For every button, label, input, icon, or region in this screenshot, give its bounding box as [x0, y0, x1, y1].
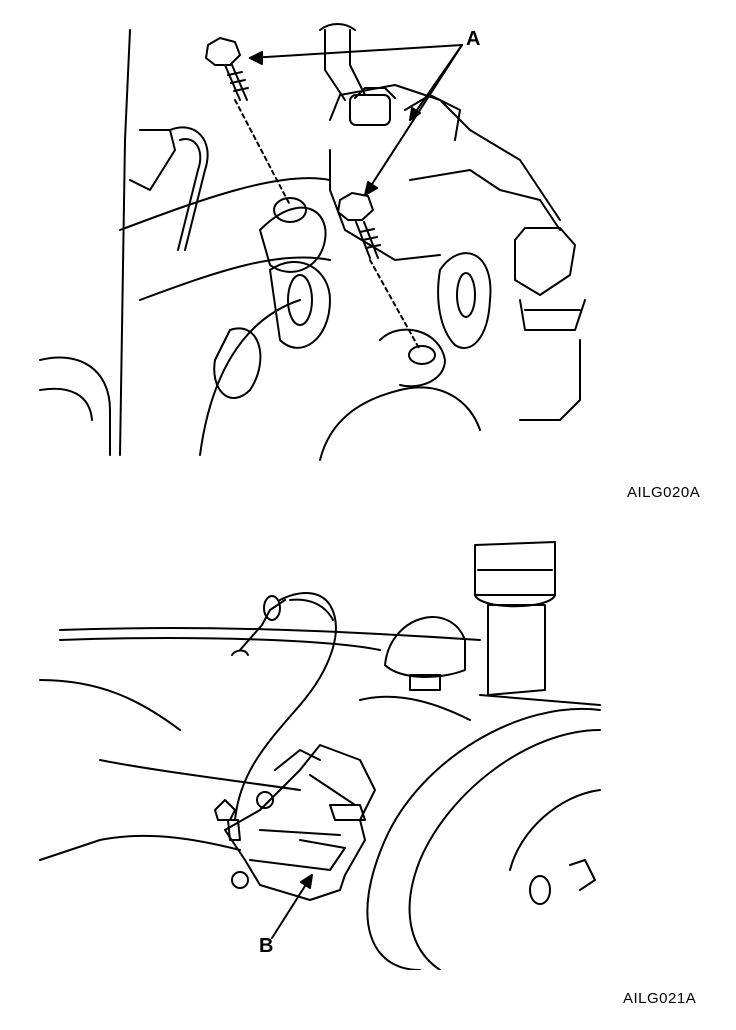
callout-arrow-a1	[249, 44, 463, 59]
knuckle-slot	[287, 274, 313, 326]
caliper-assembly-drawing	[39, 541, 601, 970]
figure-caliper-assembly: B	[0, 530, 736, 970]
shock-rod	[487, 604, 546, 696]
caliper-bracket-drawing	[39, 23, 586, 461]
wheel-stud-2	[569, 859, 596, 891]
wheel-stud-1	[529, 875, 551, 905]
bracket-top-edge	[329, 84, 561, 221]
bracket-bolt-head-1	[349, 94, 391, 126]
figure-caliper-bracket-bolts: A AILG020A	[0, 0, 736, 501]
loose-bolt-head-1	[205, 37, 241, 66]
bolt-hole-lower	[408, 345, 436, 365]
callout-label-a: A	[466, 28, 481, 50]
brake-hose	[234, 592, 337, 821]
caliper-body	[224, 744, 376, 901]
brake-pad-edge	[329, 804, 366, 821]
loose-bolt-head-2	[337, 192, 374, 221]
bracket-nut-right	[514, 227, 576, 296]
hose-fitting	[263, 595, 281, 621]
brake-disc-outer	[366, 707, 601, 970]
bolt-hole-upper	[273, 197, 307, 223]
frame-line	[119, 29, 131, 456]
caliper-pin-upper	[256, 791, 274, 809]
spring-seat	[384, 616, 466, 678]
caliper-ear	[437, 252, 492, 349]
caliper-pin-lower	[231, 871, 249, 889]
figure-id-bottom: AILG021A	[623, 990, 697, 1007]
knuckle-boss	[259, 206, 327, 273]
callout-label-b: B	[259, 935, 274, 957]
figure-id-top: AILG020A	[627, 484, 701, 501]
shock-upper	[474, 541, 556, 596]
